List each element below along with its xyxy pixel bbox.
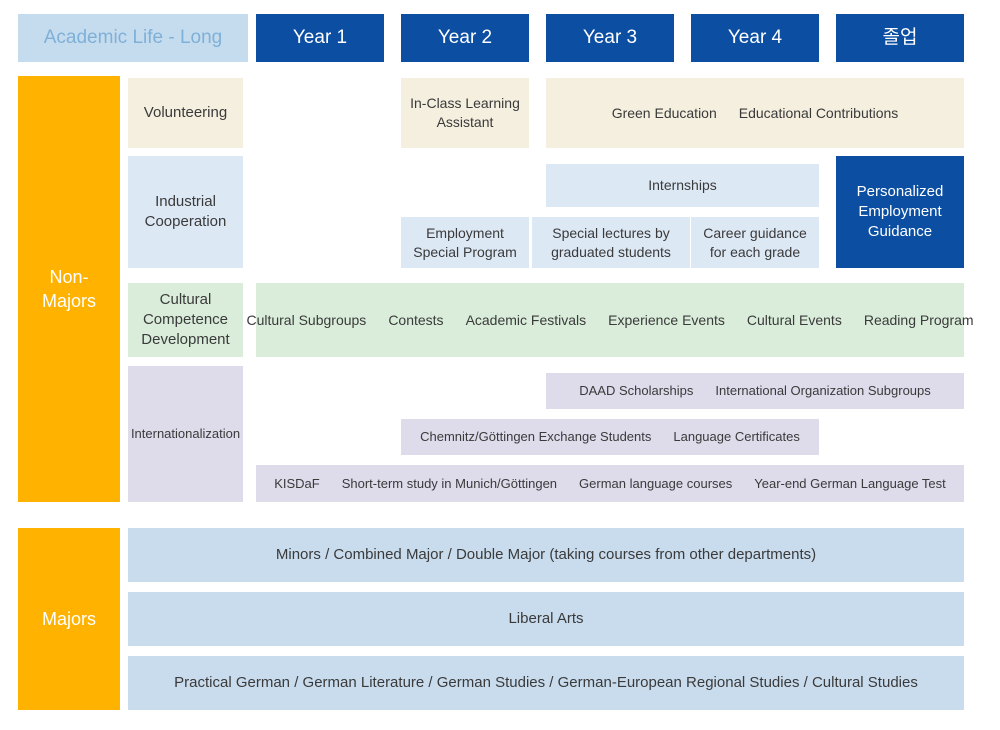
special-lectures-line2: graduated students [551, 243, 671, 260]
volunteering-year3-4-grad-bar: Green Education Educational Contribution… [546, 78, 964, 148]
cultural-line1: Cultural [159, 290, 212, 308]
international-top-bar: DAAD Scholarships International Organiza… [546, 373, 964, 409]
category-internationalization: Internationalization [128, 366, 243, 502]
international-mid-bar: Chemnitz/Göttingen Exchange Students Lan… [401, 419, 819, 455]
category-volunteering: Volunteering [128, 78, 243, 148]
cultural-items-bar: Cultural Subgroups Contests Academic Fes… [246, 283, 974, 357]
career-guidance-line2: for each grade [709, 243, 801, 260]
personalized-line2: Employment [858, 202, 942, 220]
category-industrial-cooperation: Industrial Cooperation [128, 156, 243, 268]
band-majors: Majors [18, 528, 120, 710]
item-academic-festivals[interactable]: Academic Festivals [465, 311, 587, 328]
item-employment-special-program[interactable]: Employment Special Program [401, 217, 529, 268]
item-career-guidance-each-grade[interactable]: Career guidance for each grade [691, 217, 819, 268]
item-personalized-employment-guidance[interactable]: Personalized Employment Guidance [836, 156, 964, 268]
item-in-class-learning-assistant[interactable]: In-Class Learning Assistant [401, 78, 529, 148]
category-cultural-competence-development: Cultural Competence Development [128, 283, 243, 357]
item-daad-scholarships[interactable]: DAAD Scholarships [579, 383, 694, 399]
band-non-majors-line1: Non- [49, 266, 89, 287]
item-special-lectures-graduated-students[interactable]: Special lectures by graduated students [532, 217, 690, 268]
header-graduation[interactable]: 졸업 [836, 14, 964, 62]
header-year-4[interactable]: Year 4 [691, 14, 819, 62]
item-cultural-events[interactable]: Cultural Events [746, 311, 842, 328]
cultural-line2: Competence [142, 310, 229, 328]
band-non-majors-line2: Majors [41, 291, 96, 311]
band-non-majors: Non- Majors [18, 76, 120, 502]
item-minors-combined-double-major[interactable]: Minors / Combined Major / Double Major (… [128, 528, 964, 582]
item-contests[interactable]: Contests [388, 311, 444, 328]
special-lectures-line1: Special lectures by [552, 224, 670, 241]
item-internships[interactable]: Internships [546, 164, 819, 207]
in-class-line2: Assistant [436, 114, 494, 130]
item-liberal-arts[interactable]: Liberal Arts [128, 592, 964, 646]
header-academic-life-long: Academic Life - Long [18, 14, 248, 62]
item-german-language-courses[interactable]: German language courses [579, 475, 733, 491]
cultural-line3: Development [141, 331, 230, 349]
industrial-line1: Industrial [155, 192, 216, 210]
item-practical-german-and-majors[interactable]: Practical German / German Literature / G… [128, 656, 964, 710]
item-cultural-subgroups[interactable]: Cultural Subgroups [246, 311, 367, 328]
item-green-education[interactable]: Green Education [611, 104, 717, 121]
header-year-2[interactable]: Year 2 [401, 14, 529, 62]
item-language-certificates[interactable]: Language Certificates [673, 429, 800, 445]
item-educational-contributions[interactable]: Educational Contributions [738, 104, 899, 121]
item-chemnitz-goettingen-exchange-students[interactable]: Chemnitz/Göttingen Exchange Students [420, 429, 652, 445]
item-kisdaf[interactable]: KISDaF [274, 475, 320, 491]
personalized-line3: Guidance [867, 223, 933, 241]
header-year-3[interactable]: Year 3 [546, 14, 674, 62]
international-bottom-bar: KISDaF Short-term study in Munich/Göttin… [256, 465, 964, 502]
item-reading-program[interactable]: Reading Program [863, 311, 974, 328]
item-international-organization-subgroups[interactable]: International Organization Subgroups [715, 383, 931, 399]
item-short-term-study-munich-goettingen[interactable]: Short-term study in Munich/Göttingen [341, 475, 558, 491]
employment-line1: Employment [426, 224, 504, 241]
item-experience-events[interactable]: Experience Events [608, 311, 725, 328]
personalized-line1: Personalized [856, 182, 944, 200]
in-class-line1: In-Class Learning [410, 95, 520, 112]
header-year-1[interactable]: Year 1 [256, 14, 384, 62]
industrial-line2: Cooperation [144, 213, 227, 230]
item-year-end-german-language-test[interactable]: Year-end German Language Test [754, 475, 946, 491]
career-guidance-line1: Career guidance [703, 224, 807, 241]
employment-line2: Special Program [413, 243, 517, 260]
